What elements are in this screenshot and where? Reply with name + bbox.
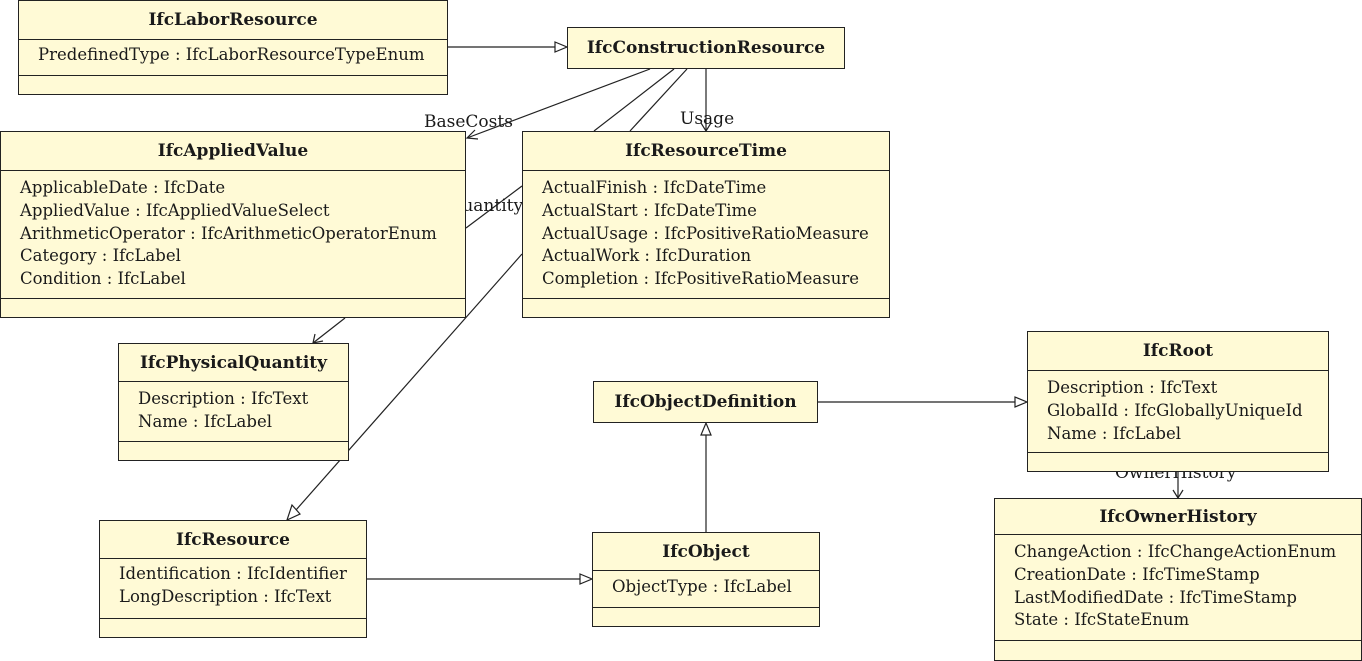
- attribute: PredefinedType : IfcLaborResourceTypeEnu…: [38, 45, 425, 64]
- generalization-arrowhead: [579, 573, 594, 585]
- attribute: Completion : IfcPositiveRatioMeasure: [542, 269, 860, 289]
- generalization-arrowhead: [700, 421, 712, 436]
- class-attributes: ApplicableDate : IfcDate AppliedValue : …: [1, 171, 465, 299]
- class-attributes: Description : IfcText Name : IfcLabel: [119, 382, 348, 442]
- generalization-arrowhead: [285, 503, 301, 522]
- class-ifc-object-definition: IfcObjectDefinition: [593, 381, 818, 423]
- attribute: ChangeAction : IfcChangeActionEnum: [1014, 542, 1337, 561]
- class-attributes: Description : IfcText GlobalId : IfcGlob…: [1028, 371, 1328, 453]
- generalization-arrowhead: [1014, 396, 1029, 408]
- attribute: ArithmeticOperator : IfcArithmeticOperat…: [20, 223, 437, 243]
- class-attributes: Identification : IfcIdentifier LongDescr…: [100, 559, 366, 619]
- class-name: IfcResource: [100, 521, 366, 559]
- attribute: ActualWork : IfcDuration: [542, 246, 752, 266]
- class-ifc-owner-history: IfcOwnerHistory ChangeAction : IfcChange…: [994, 498, 1362, 661]
- association-base-quantity-upper: [593, 68, 675, 132]
- class-name: IfcObjectDefinition: [614, 392, 797, 412]
- class-attributes: ObjectType : IfcLabel: [593, 571, 819, 608]
- attribute: Name : IfcLabel: [1047, 423, 1181, 443]
- attribute: ApplicableDate : IfcDate: [20, 178, 226, 197]
- class-attributes: PredefinedType : IfcLaborResourceTypeEnu…: [19, 40, 447, 76]
- generalization-construction-to-resource-lower: [295, 253, 523, 511]
- attribute: Identification : IfcIdentifier: [119, 564, 347, 583]
- class-ifc-root: IfcRoot Description : IfcText GlobalId :…: [1027, 331, 1329, 472]
- class-name: IfcConstructionResource: [586, 38, 826, 58]
- attribute: ActualStart : IfcDateTime: [542, 200, 757, 220]
- attribute: ActualUsage : IfcPositiveRatioMeasure: [542, 223, 869, 243]
- class-name: IfcPhysicalQuantity: [119, 344, 348, 382]
- attribute: ObjectType : IfcLabel: [612, 577, 792, 596]
- attribute: Condition : IfcLabel: [20, 269, 186, 289]
- class-ifc-object: IfcObject ObjectType : IfcLabel: [592, 532, 820, 627]
- attribute: Description : IfcText: [138, 389, 309, 408]
- class-ifc-physical-quantity: IfcPhysicalQuantity Description : IfcTex…: [118, 343, 349, 461]
- association-arrowhead: [465, 129, 479, 140]
- generalization-arrowhead: [554, 41, 569, 53]
- class-ifc-resource-time: IfcResourceTime ActualFinish : IfcDateTi…: [522, 131, 890, 318]
- attribute: Description : IfcText: [1047, 378, 1218, 397]
- attribute: AppliedValue : IfcAppliedValueSelect: [20, 200, 330, 220]
- attribute: State : IfcStateEnum: [1014, 610, 1190, 630]
- class-name: IfcResourceTime: [523, 132, 889, 171]
- class-ifc-resource: IfcResource Identification : IfcIdentifi…: [99, 520, 367, 638]
- class-attributes: ActualFinish : IfcDateTime ActualStart :…: [523, 171, 889, 299]
- attribute: LongDescription : IfcText: [119, 586, 332, 606]
- role-label-base-costs: BaseCosts: [424, 112, 513, 132]
- attribute: LastModifiedDate : IfcTimeStamp: [1014, 587, 1297, 607]
- association-base-quantity-bottom: [312, 317, 346, 344]
- class-ifc-applied-value: IfcAppliedValue ApplicableDate : IfcDate…: [0, 131, 466, 318]
- class-name: IfcAppliedValue: [1, 132, 465, 171]
- class-attributes: ChangeAction : IfcChangeActionEnum Creat…: [995, 535, 1361, 641]
- attribute: GlobalId : IfcGloballyUniqueId: [1047, 400, 1303, 420]
- class-name: IfcLaborResource: [19, 1, 447, 40]
- class-name: IfcRoot: [1028, 332, 1328, 371]
- attribute: CreationDate : IfcTimeStamp: [1014, 564, 1260, 584]
- association-base-quantity-lower: [465, 185, 523, 229]
- attribute: Name : IfcLabel: [138, 411, 272, 431]
- class-name: IfcObject: [593, 533, 819, 571]
- role-label-usage: Usage: [680, 109, 735, 129]
- attribute: Category : IfcLabel: [20, 246, 181, 266]
- association-base-costs: [466, 68, 651, 139]
- class-ifc-labor-resource: IfcLaborResource PredefinedType : IfcLab…: [18, 0, 448, 95]
- attribute: ActualFinish : IfcDateTime: [542, 178, 767, 197]
- class-name: IfcOwnerHistory: [995, 499, 1361, 535]
- class-ifc-construction-resource: IfcConstructionResource: [567, 27, 845, 69]
- generalization-construction-to-resource-upper: [629, 68, 688, 132]
